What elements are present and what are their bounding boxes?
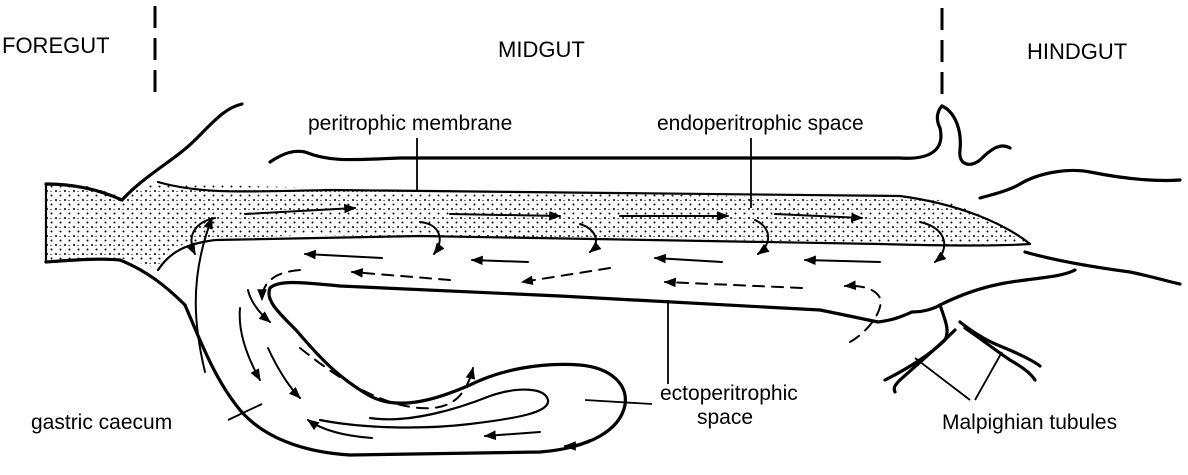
flow-arrow [805, 260, 880, 262]
caecum-arrow [268, 348, 300, 398]
dashed-flow [300, 348, 473, 408]
hindgut-wall-upper [942, 106, 1010, 164]
hindgut-label: HINDGUT [1027, 39, 1127, 64]
foregut-label: FOREGUT [2, 33, 110, 58]
malpighian-leader-left [915, 358, 970, 400]
dashed-flow [665, 282, 802, 288]
malpighian-leader-right [975, 352, 1002, 400]
flow-arrow [655, 258, 722, 262]
flow-arrow [472, 260, 528, 262]
caecum-arrow [240, 308, 260, 380]
flow-arrow [305, 254, 382, 258]
foregut-wall-bottom [46, 259, 185, 305]
gastric-caecum-outer-wall [185, 283, 940, 456]
malpighian-tubule-2 [960, 322, 1040, 366]
caecum-arrow [485, 432, 540, 436]
malpighian-tubule-1 [885, 305, 947, 380]
hindgut-wall-mid [980, 171, 1180, 199]
midgut-label: MIDGUT [498, 37, 585, 62]
gastric-caecum-label: gastric caecum [31, 411, 172, 434]
dashed-flow [845, 286, 881, 342]
ectoperitrophic-label-line1: ectoperitrophic [660, 382, 798, 405]
gastric-caecum-inner-lumen [320, 390, 548, 428]
dashed-flow [522, 268, 610, 282]
endoperitrophic-space-label: endoperitrophic space [657, 112, 864, 135]
hindgut-wall-lower [1025, 252, 1180, 284]
dashed-flow [352, 272, 450, 280]
ectoperitrophic-space-leader-2 [585, 400, 652, 404]
caecum-arrow [248, 290, 270, 322]
hindgut-wall-bottom [940, 270, 1075, 305]
malpighian-tubules-label: Malpighian tubules [942, 411, 1117, 434]
ectoperitrophic-flow-arrows [305, 254, 880, 262]
caecum-flow-arrows [196, 218, 590, 446]
peritrophic-membrane-label: peritrophic membrane [308, 112, 512, 135]
ectoperitrophic-label-line2: space [697, 406, 753, 429]
